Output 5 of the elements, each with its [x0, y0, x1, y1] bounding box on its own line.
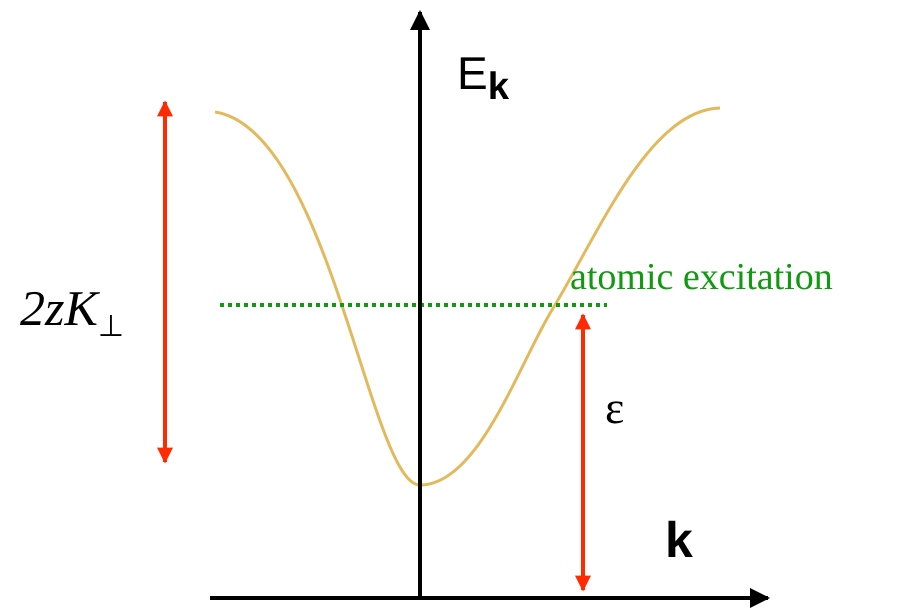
axis-label: k	[665, 515, 693, 565]
level-label: atomic excitation	[570, 258, 833, 296]
axis-label: E$_{k}$	[457, 50, 510, 107]
dimension-label: ε	[605, 385, 624, 431]
dimension-label: 2zK$_{⊥}$	[20, 283, 124, 342]
